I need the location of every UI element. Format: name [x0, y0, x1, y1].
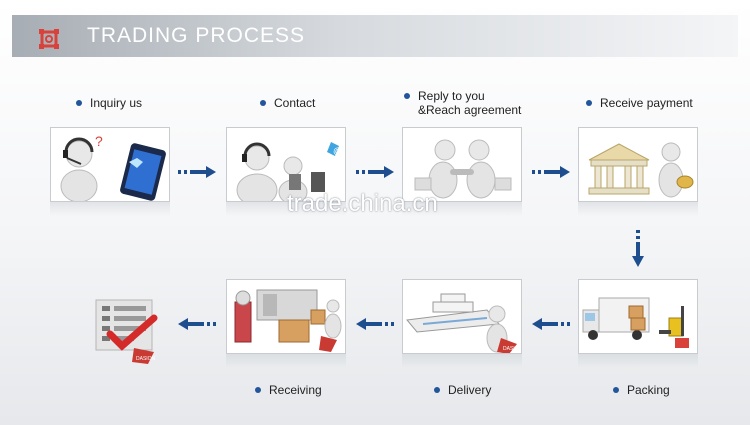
- arrow-right-icon: [356, 166, 394, 178]
- watermark: trade.china.cn: [287, 190, 438, 217]
- step-image-receiving: [226, 279, 346, 354]
- step-image-payment: [578, 127, 698, 202]
- reflection: [578, 202, 698, 216]
- reflection: [226, 354, 346, 368]
- page-title: TRADING PROCESS: [87, 24, 306, 47]
- bullet-dot: [260, 99, 266, 106]
- svg-text:@: @: [333, 146, 342, 156]
- ship-icon: DASION: [406, 293, 522, 353]
- bullet-dot: [434, 386, 440, 393]
- step-label-inquiry: Inquiry us: [76, 96, 142, 110]
- bullet-dot: [76, 99, 82, 106]
- bank-icon: [588, 142, 694, 198]
- step-image-delivery: DASION: [402, 279, 522, 354]
- arrow-left-icon: [356, 318, 394, 330]
- svg-text:DASION: DASION: [503, 346, 522, 352]
- reflection: [578, 354, 698, 368]
- step-label-contact: Contact: [260, 96, 315, 110]
- step-image-reply: [402, 127, 522, 202]
- bullet-dot: [404, 92, 410, 99]
- headset-figure-icon: ?: [60, 133, 166, 201]
- step-label-packing: Packing: [613, 383, 670, 397]
- arrow-right-icon: [178, 166, 216, 178]
- handshake-icon: [414, 139, 512, 199]
- arrow-left-icon: [532, 318, 570, 330]
- arrow-down-icon: [632, 230, 644, 267]
- step-label-delivery: Delivery: [434, 383, 491, 397]
- step-image-packing: [578, 279, 698, 354]
- bullet-dot: [613, 386, 619, 393]
- checklist-icon: DASION: [95, 299, 158, 364]
- step-image-contact: @: [226, 127, 346, 202]
- header-banner: TRADING PROCESS: [12, 15, 738, 57]
- reflection: [402, 354, 522, 368]
- arrow-right-icon: [532, 166, 570, 178]
- reflection: [226, 202, 346, 216]
- warehouse-robot-icon: [234, 289, 342, 352]
- bullet-dot: [255, 386, 261, 393]
- step-image-inquiry: ?: [50, 127, 170, 202]
- step-label-reply: Reply to you&Reach agreement: [404, 89, 521, 117]
- svg-text:DASION: DASION: [136, 356, 156, 362]
- call-center-icon: @: [236, 142, 342, 201]
- reflection: [50, 202, 170, 216]
- truck-forklift-icon: [582, 297, 689, 348]
- gear-icon: [38, 28, 60, 55]
- reflection: [402, 202, 522, 216]
- step-label-receiving: Receiving: [255, 383, 322, 397]
- step-label-payment: Receive payment: [586, 96, 693, 110]
- svg-text:?: ?: [95, 133, 103, 149]
- arrow-left-icon: [178, 318, 216, 330]
- bullet-dot: [586, 99, 592, 106]
